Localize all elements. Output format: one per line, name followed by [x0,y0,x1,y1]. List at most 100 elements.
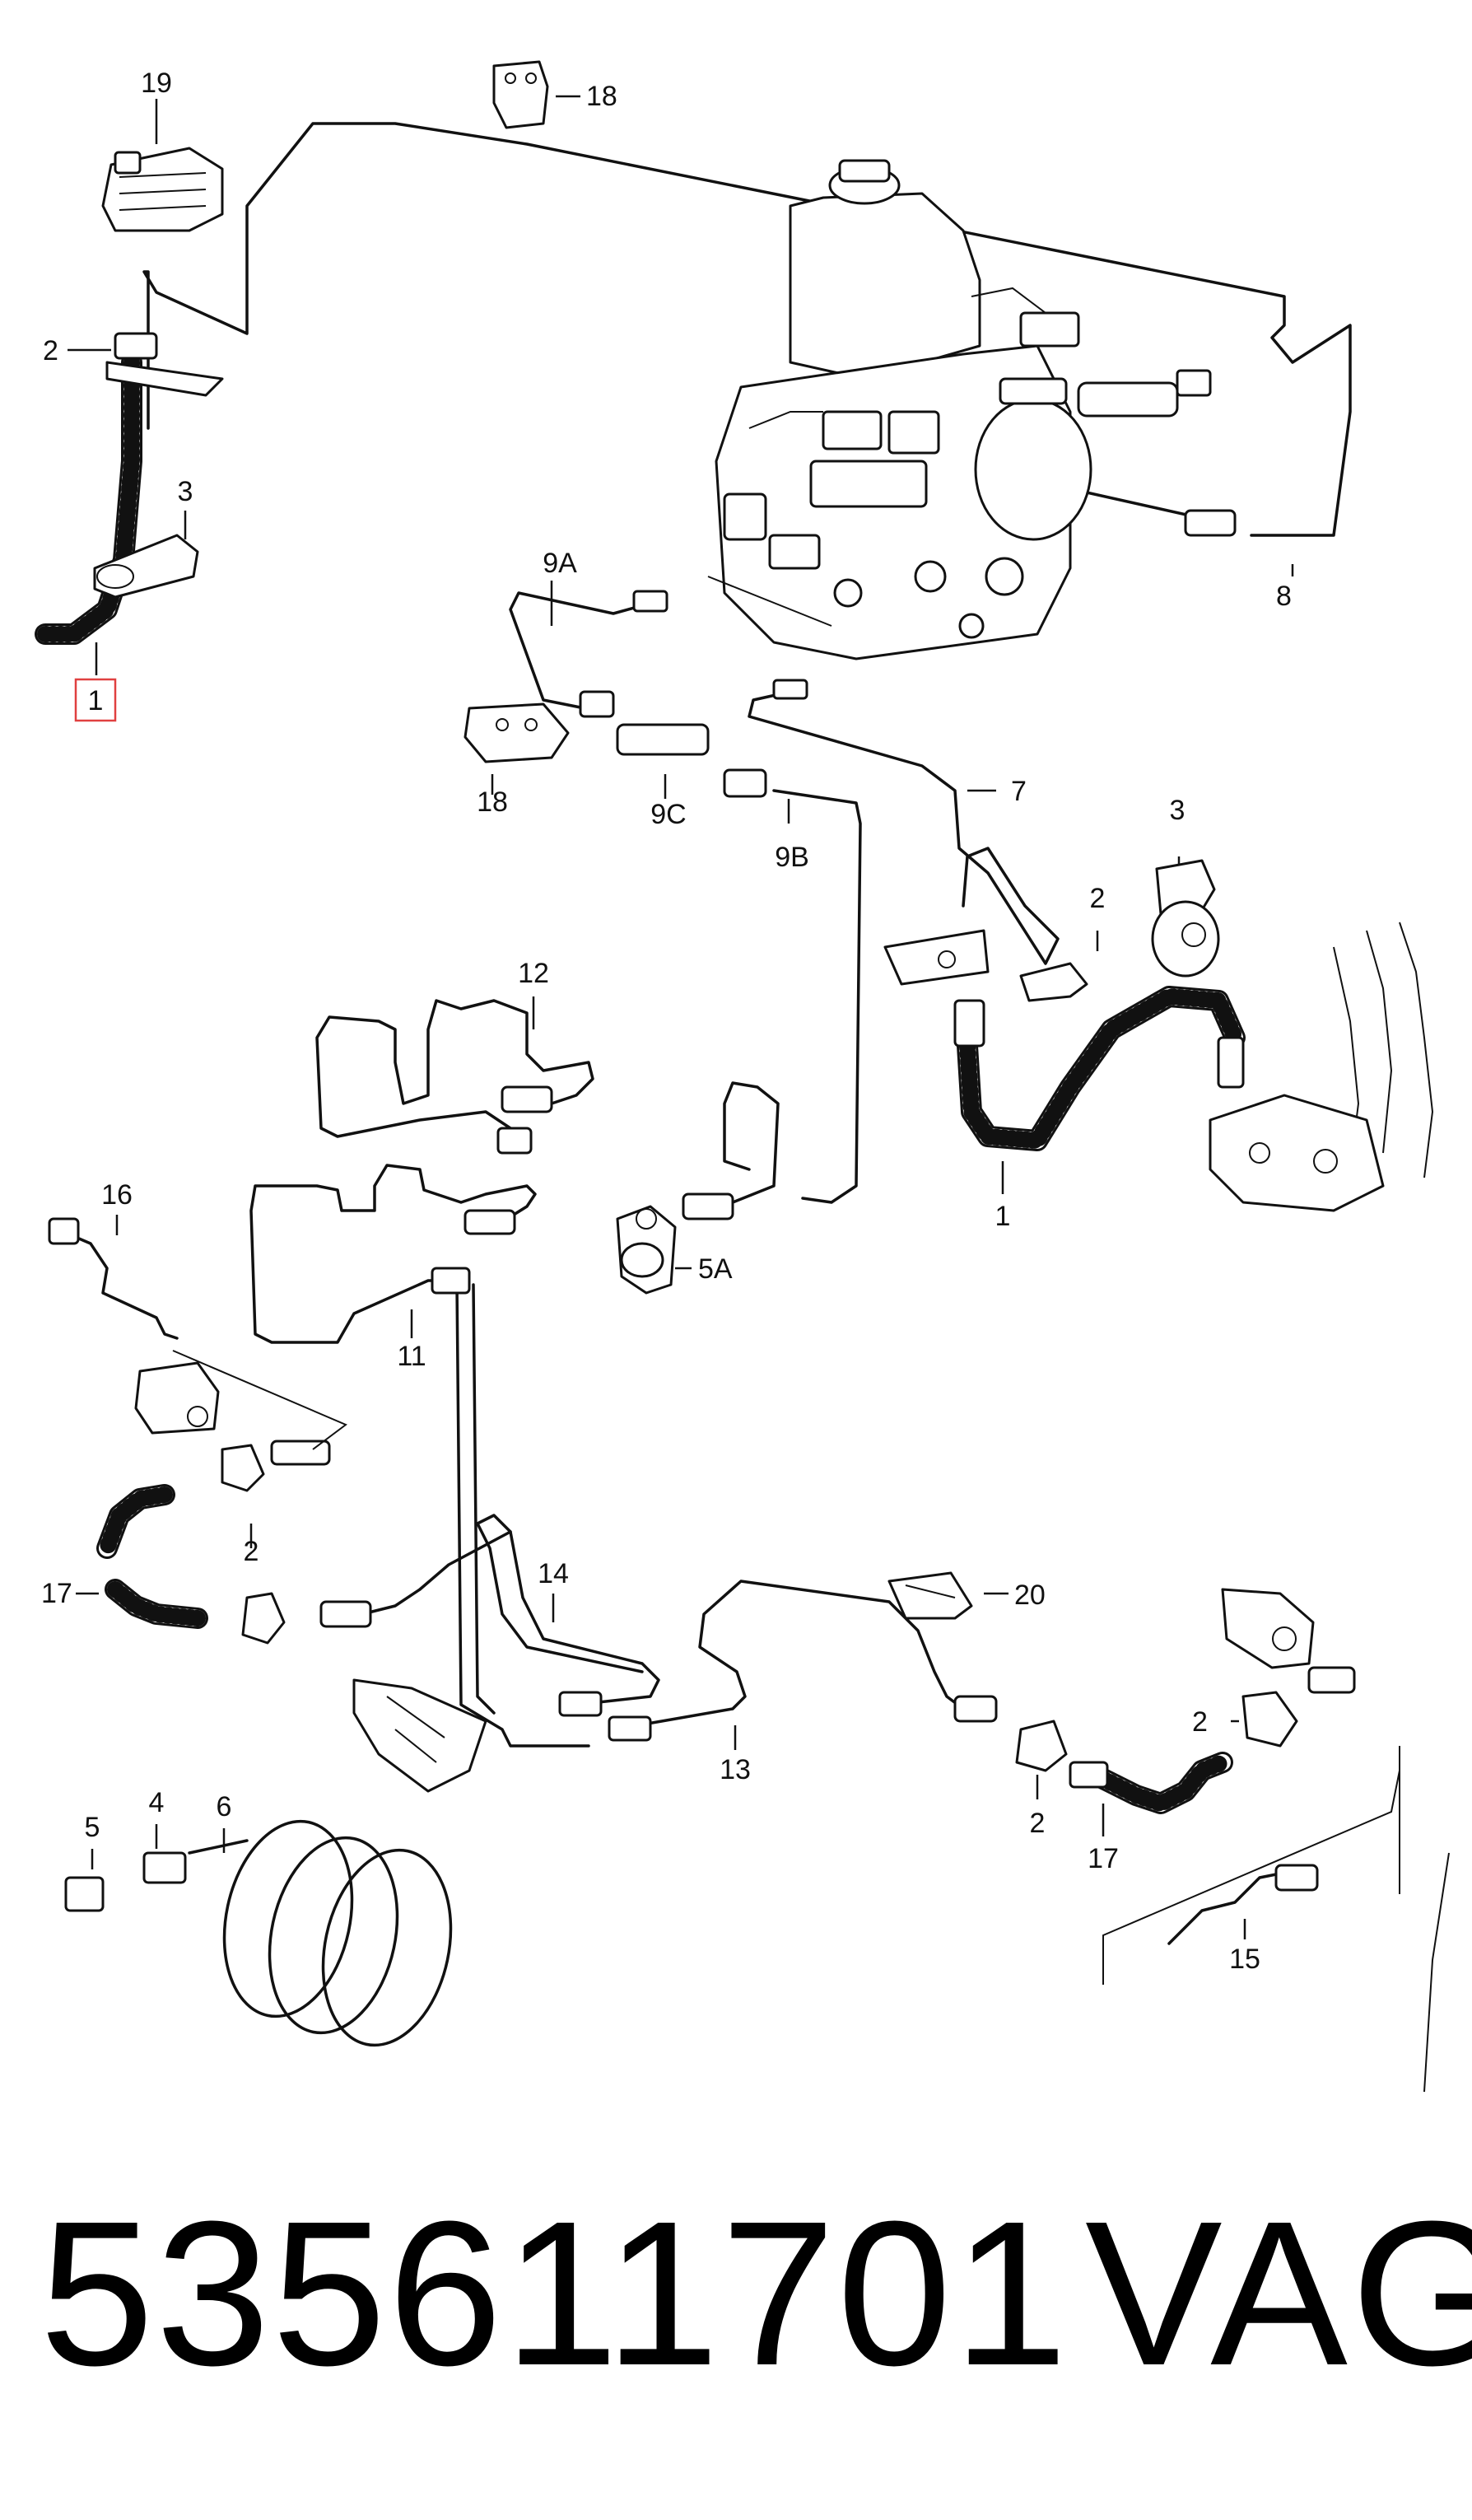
pipe-15 [1167,1872,1282,1945]
fitting-16-link [270,1440,331,1466]
callout-9a: 9A [543,548,577,579]
pipe-right-loop [723,1081,780,1204]
pipe-center-vertical [455,1283,590,1748]
fitting-right-loop-end [682,1192,734,1220]
callout-2-lowright: 2 [1192,1706,1208,1738]
clip-18-mid [463,702,570,763]
fitting-5-nut [64,1876,105,1912]
callout-17-right: 17 [1088,1843,1119,1874]
callout-4: 4 [149,1787,165,1818]
callout-2-bottom: 2 [1030,1808,1046,1839]
fitting-14-end [558,1691,603,1717]
callout-7: 7 [1011,776,1027,807]
highlight-box-1 [74,678,117,722]
pipe-17-left-link [361,1530,512,1616]
fitting-13-right [953,1695,998,1723]
pipe-12 [315,999,594,1138]
clip-19 [101,147,224,232]
grommet-3-right [1151,859,1220,978]
hose-17-left [96,1484,208,1629]
part-number: 535611701 [40,2178,1069,2408]
brake-pipes [60,122,1352,2047]
hose-1-right [957,986,1246,1151]
pipe-top-main [142,122,1352,537]
callout-12: 12 [518,958,549,989]
pipe-9a [509,591,660,710]
callout-3-left: 3 [178,476,193,507]
callout-18-top: 18 [586,81,617,112]
bracket-2-left [105,332,224,397]
callout-14: 14 [538,1558,569,1589]
brake-line-exploded-diagram: 1 19 18 2 3 9A 8 18 9C 9B 7 3 2 1 12 16 … [35,60,1450,2093]
clip-2-bottom [1015,1720,1068,1772]
bracket-plate-rear-right [1221,1588,1315,1669]
fitting-13-end [608,1715,652,1742]
wheel-hub-right [1209,922,1434,1212]
fitting-11-end [431,1267,471,1295]
callout-11: 11 [397,1341,426,1372]
bracket-2-right-plate [883,929,990,986]
tee-5a [616,1205,677,1295]
callout-9b: 9B [775,842,809,873]
callout-1-right: 1 [995,1201,1011,1232]
fitting-12-nut [501,1085,553,1113]
clip-2-right [1019,962,1088,1002]
callout-15: 15 [1229,1944,1260,1975]
brand-name: VAG [1085,2178,1472,2408]
pipe-13 [636,1580,965,1727]
grommet-3-left [93,534,199,599]
fitting-17-right-end [1069,1761,1109,1789]
fitting-17-left-end [319,1600,372,1628]
bracket-16-plate [134,1361,220,1435]
fitting-9b-nut [723,768,767,798]
callout-13: 13 [720,1754,751,1785]
fitting-rear-right [1307,1666,1356,1694]
pipe-11 [249,1164,537,1344]
fitting-1-right-end [1217,1036,1245,1089]
fitting-9c-body [616,723,710,756]
pipe-coil-6 [188,1819,453,2047]
callout-17-left: 17 [41,1578,72,1609]
callout-5: 5 [85,1812,100,1843]
callout-3-right: 3 [1170,795,1186,826]
callout-5a: 5A [698,1253,733,1285]
pipe-14 [476,1514,660,1706]
fitting-8-nut [1184,509,1237,537]
callout-2-right: 2 [1090,883,1106,914]
pipe-center-vertical-2 [472,1283,496,1715]
hose-17-right [1092,1752,1233,1814]
fitting-1-right-top [953,999,985,1048]
pipe-9b [772,789,862,1204]
pipe-7 [748,690,1060,965]
callout-1-highlighted: 1 [88,685,104,716]
callout-19: 19 [141,68,172,99]
callout-2-mid: 2 [244,1536,259,1567]
callout-20: 20 [1014,1580,1046,1611]
fitting-9a-nut [632,590,668,613]
fitting-7-nut [772,679,808,700]
clip-2-lowright [1241,1691,1298,1748]
abs-hydraulic-unit [715,159,1212,660]
callout-9c: 9C [650,799,686,830]
fittings [48,509,1356,1912]
fitting-12-end [496,1127,533,1155]
callout-18-mid: 18 [477,786,508,818]
callout-2-left: 2 [43,335,58,366]
fitting-16-end [48,1217,80,1245]
fitting-11-nut [463,1209,516,1235]
callout-6: 6 [217,1791,232,1822]
clip-18-top [492,60,549,129]
callout-8: 8 [1276,581,1292,612]
fitting-9c-left [579,690,615,718]
callout-labels: 1 19 18 2 3 9A 8 18 9C 9B 7 3 2 1 12 16 … [41,68,1292,1975]
clip-2-mid-lower [241,1592,286,1645]
fitting-4-nut [142,1851,187,1884]
clips-and-brackets [93,60,1315,1793]
clip-20 [887,1571,973,1620]
guide-lines [172,576,1450,2093]
clip-2-mid-upper [221,1444,265,1492]
pipe-16 [60,1230,179,1340]
callout-16: 16 [101,1179,133,1211]
leader-lines [68,95,1294,1939]
fitting-15-end [1274,1864,1319,1892]
